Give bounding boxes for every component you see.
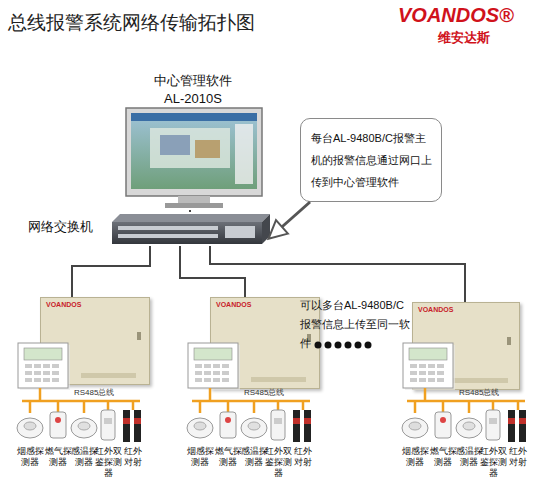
callout-box: 每台AL-9480B/C报警主机的报警信息通过网口上传到中心管理软件: [300, 118, 442, 202]
bus-label: RS485总线: [459, 387, 499, 398]
node-text: VOANDOS: [418, 306, 453, 313]
cabinet-strip: [251, 377, 306, 382]
cabinet-lock: [307, 334, 311, 342]
detector-label: 红外对射: [508, 446, 528, 468]
bus-label: RS485总线: [74, 387, 114, 398]
cabinet-strip: [453, 378, 508, 383]
monitor-node: 中心管理软件 AL-2010S: [118, 72, 268, 210]
detector-label: 红外对射: [123, 446, 143, 468]
detector-label: 烟感探测器: [401, 446, 430, 468]
brand-logo: VOANDOS®: [398, 4, 514, 27]
node-text: 每台AL-9480B/C报警主机的报警信息通过网口上传到中心管理软件: [311, 127, 433, 193]
ellipsis-dots: [315, 342, 372, 349]
cabinet-lock: [137, 332, 141, 340]
monitor-illustration: [126, 108, 262, 208]
device-group: [402, 343, 526, 442]
brand-name: 维安达斯: [438, 29, 490, 47]
node-text: 中心管理软件 AL-2010S: [148, 72, 238, 108]
alarm-host-cabinet: VOANDOS: [40, 297, 150, 385]
cabinet-lock: [507, 337, 511, 345]
device-group: [17, 343, 141, 442]
detector-label: 燃气探测器: [214, 446, 243, 468]
device-group: [187, 343, 311, 442]
detector-label: 红外双鉴探测器: [479, 446, 508, 479]
network-cable: [189, 210, 191, 212]
detector-label: 烟感探测器: [16, 446, 45, 468]
detector-label: 感温探测器: [455, 446, 484, 468]
detector-label: 感温探测器: [240, 446, 269, 468]
diagram-title: 总线报警系统网络传输拓扑图: [8, 10, 255, 36]
switch-node: 网络交换机: [28, 212, 270, 246]
network-cable: [210, 246, 465, 302]
note-text: 可以多台AL-9480B/C报警信息上传至同一软件: [300, 296, 412, 353]
arrow-connector: [270, 202, 310, 238]
detector-label: 红外双鉴探测器: [264, 446, 293, 479]
detector-label: 红外双鉴探测器: [94, 446, 123, 479]
network-cable: [72, 246, 150, 297]
detector-label: 燃气探测器: [44, 446, 73, 468]
network-cable: [180, 246, 245, 297]
alarm-host-cabinet: VOANDOS: [210, 297, 320, 389]
detector-label: 烟感探测器: [186, 446, 215, 468]
node-text: VOANDOS: [46, 301, 81, 308]
detector-label: 感温探测器: [70, 446, 99, 468]
switch-illustration: [112, 214, 270, 244]
detector-label: 红外对射: [293, 446, 313, 468]
detector-label: 燃气探测器: [429, 446, 458, 468]
alarm-host-cabinet: VOANDOS: [412, 302, 520, 390]
node-text: 网络交换机: [28, 218, 93, 236]
node-text: VOANDOS: [216, 301, 251, 308]
cabinet-strip: [81, 373, 136, 378]
bus-label: RS485总线: [244, 387, 284, 398]
